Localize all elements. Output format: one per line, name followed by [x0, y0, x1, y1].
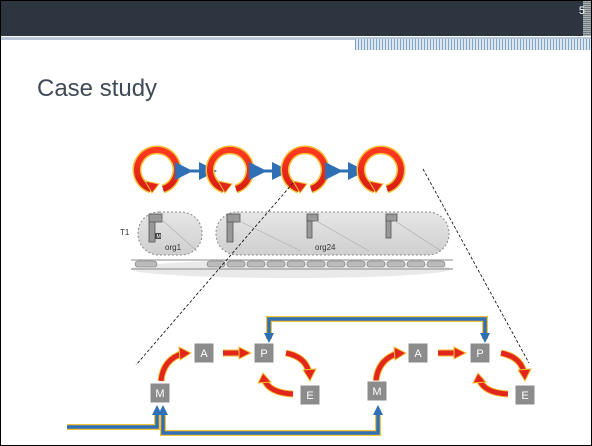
slide-number: 5	[578, 5, 585, 17]
sign-post-2	[226, 213, 241, 243]
execute-node-1	[299, 384, 321, 406]
sign-post-4	[385, 213, 398, 239]
execute-node-2	[514, 384, 536, 406]
svg-text:E: E	[306, 390, 313, 402]
monitor-node-1	[149, 382, 171, 404]
sign-post-1	[148, 213, 163, 243]
svg-text:P: P	[476, 348, 483, 360]
zoom-line-left	[135, 182, 294, 366]
org-label-right: org24	[315, 243, 336, 252]
svg-text:A: A	[200, 348, 208, 360]
plan-node-2	[469, 342, 491, 364]
analyze-node-2	[407, 342, 429, 364]
svg-text:M: M	[157, 234, 161, 240]
zoom-line-right	[422, 168, 530, 364]
top-loop-1	[132, 145, 182, 194]
mape-loop-2: M A P E	[366, 342, 536, 406]
svg-text:P: P	[260, 348, 267, 360]
slide-number-stripe	[583, 1, 591, 36]
sign-post-3	[306, 213, 319, 239]
svg-text:M: M	[372, 386, 381, 398]
mape-loop-1: M A P E	[149, 342, 321, 406]
slide-header	[1, 1, 591, 36]
plan-node-1	[253, 342, 275, 364]
analyze-node-1	[193, 342, 215, 364]
top-loop-2	[205, 145, 255, 194]
top-loop-4	[356, 145, 406, 194]
coordination-links	[67, 316, 490, 436]
org-label-left: org1	[165, 243, 182, 252]
header-rule	[1, 37, 591, 40]
track-label: T1	[120, 228, 130, 237]
svg-text:E: E	[521, 390, 528, 402]
svg-text:A: A	[414, 348, 422, 360]
vehicle-row	[134, 260, 446, 268]
top-loop-3	[280, 145, 330, 194]
header-accent	[355, 39, 591, 50]
monitor-node-2	[366, 380, 388, 402]
svg-text:M: M	[155, 388, 164, 400]
marker-box	[155, 233, 161, 239]
slide-title: Case study	[37, 75, 158, 102]
traffic-diagram: T1 M	[120, 211, 453, 278]
